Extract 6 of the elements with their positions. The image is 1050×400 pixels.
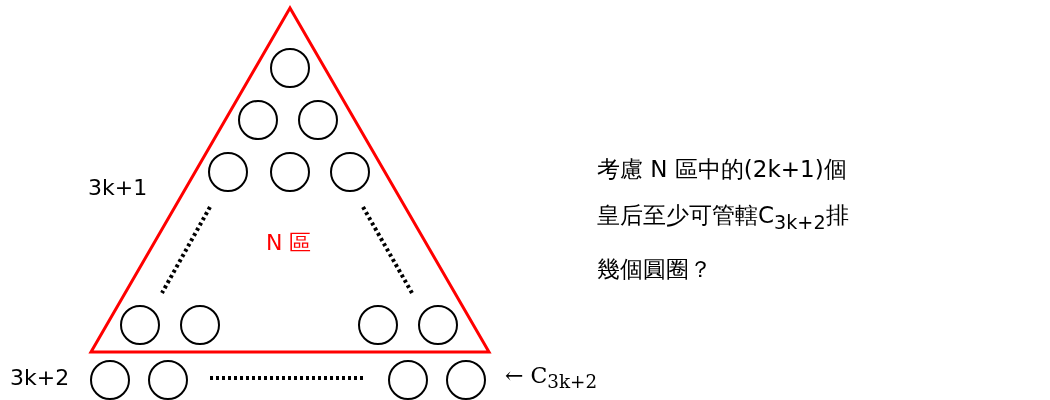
side-label: 3k+1 [88,176,148,201]
row-name-label: ← C$_{3k+2}$ [505,364,598,393]
row-label: 3k+2 [10,366,70,391]
question-text: 考慮 N 區中的(2k+1)個皇后至少可管轄C$_{3k+2}$排幾個圓圈？ [597,155,850,284]
region-label: N 區 [266,231,312,256]
triangle-region [88,5,492,355]
